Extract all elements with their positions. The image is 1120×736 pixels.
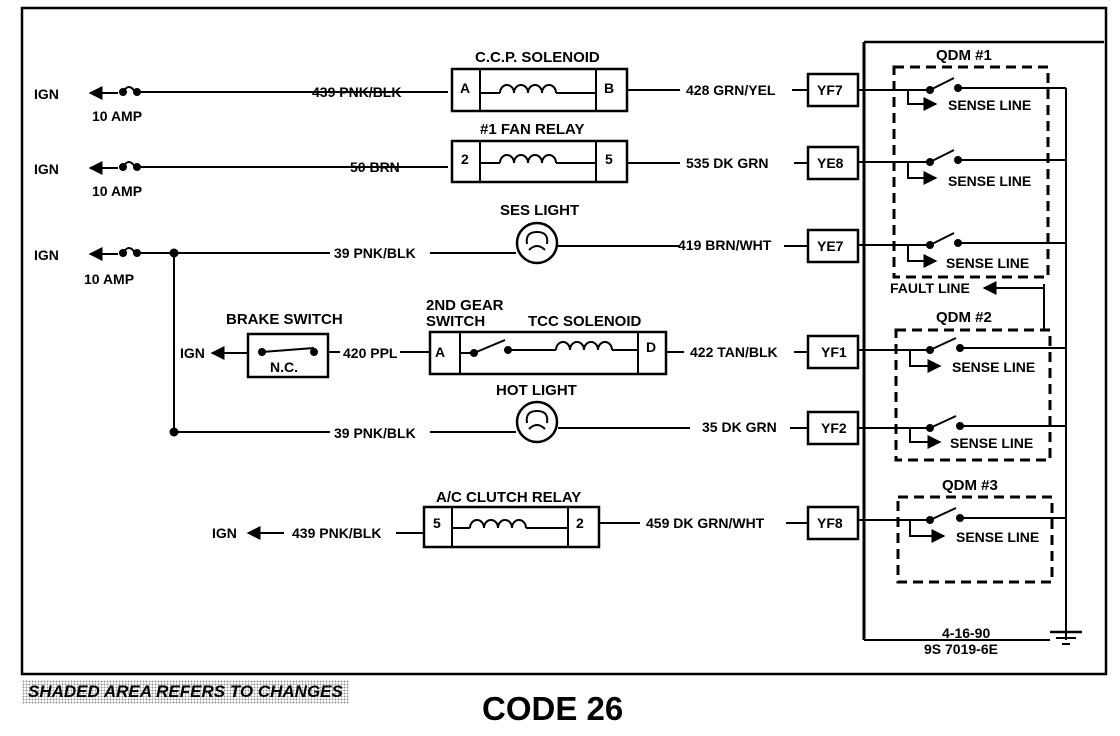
fuse-label-1: 10 AMP bbox=[92, 108, 142, 124]
ses-light-label: SES LIGHT bbox=[500, 202, 579, 219]
tcc-pin-a: A bbox=[435, 344, 445, 360]
wire-label-535: 535 DK GRN bbox=[686, 155, 768, 171]
terminal-yf1: YF1 bbox=[821, 344, 847, 360]
ign-label-2: IGN bbox=[34, 161, 59, 177]
wire-label-419: 419 BRN/WHT bbox=[678, 237, 772, 253]
fault-line-label: FAULT LINE bbox=[890, 280, 970, 296]
diagram-border bbox=[20, 6, 1108, 676]
page-title: CODE 26 bbox=[482, 690, 624, 727]
ac-pin-5: 5 bbox=[433, 515, 441, 531]
ac-pin-2: 2 bbox=[576, 515, 584, 531]
fuse-label-2: 10 AMP bbox=[92, 183, 142, 199]
fan-relay-box bbox=[450, 139, 629, 184]
hot-light-label: HOT LIGHT bbox=[496, 382, 577, 399]
ac-clutch-relay-box bbox=[422, 505, 601, 549]
fan-relay-label: #1 FAN RELAY bbox=[480, 121, 584, 138]
ign-label-3: IGN bbox=[34, 247, 59, 263]
hot-light-icon bbox=[515, 400, 559, 444]
terminal-yf7: YF7 bbox=[817, 82, 843, 98]
fan-relay-pin-5: 5 bbox=[605, 151, 613, 167]
tcc-solenoid-label: TCC SOLENOID bbox=[528, 313, 642, 330]
wire-label-39-b: 39 PNK/BLK bbox=[334, 425, 416, 441]
ac-clutch-relay-label: A/C CLUTCH RELAY bbox=[436, 489, 581, 506]
wire-label-422: 422 TAN/BLK bbox=[690, 344, 778, 360]
qdm-switch bbox=[907, 77, 1066, 111]
fan-relay-coil-icon bbox=[499, 154, 557, 164]
qdm1-label: QDM #1 bbox=[936, 47, 992, 64]
wire-label-439-b: 439 PNK/BLK bbox=[292, 525, 381, 541]
wire-label-35: 35 DK GRN bbox=[702, 419, 777, 435]
terminal-yf8: YF8 bbox=[817, 515, 843, 531]
qdm-switch bbox=[907, 149, 1066, 185]
ccp-pin-b: B bbox=[604, 80, 614, 96]
terminal-yf2: YF2 bbox=[821, 420, 847, 436]
brake-switch-state: N.C. bbox=[270, 359, 298, 375]
wire-label-50: 50 BRN bbox=[350, 159, 400, 175]
qdm-switch bbox=[909, 415, 1066, 449]
ccp-solenoid-box bbox=[450, 67, 629, 113]
ccp-coil-icon bbox=[499, 84, 557, 94]
ign-label-1: IGN bbox=[34, 86, 59, 102]
tcc-pin-d: D bbox=[646, 339, 656, 355]
second-gear-switch-label: SWITCH bbox=[426, 313, 485, 330]
qdm3-sense-1: SENSE LINE bbox=[956, 529, 1039, 545]
qdm1-sense-3: SENSE LINE bbox=[946, 255, 1029, 271]
terminal-ye7: YE7 bbox=[817, 238, 844, 254]
wire-label-39-a: 39 PNK/BLK bbox=[334, 245, 416, 261]
drawing-code: 9S 7019-6E bbox=[924, 641, 998, 657]
qdm2-label: QDM #2 bbox=[936, 309, 992, 326]
qdm3-label: QDM #3 bbox=[942, 477, 998, 494]
fuse-label-3: 10 AMP bbox=[84, 271, 134, 287]
qdm1-sense-2: SENSE LINE bbox=[948, 173, 1031, 189]
fan-relay-pin-2: 2 bbox=[461, 151, 469, 167]
wire-label-420: 420 PPL bbox=[343, 345, 398, 361]
wire-label-439: 439 PNK/BLK bbox=[312, 84, 401, 100]
ses-light-icon bbox=[515, 221, 559, 265]
ign-label-4: IGN bbox=[180, 345, 205, 361]
qdm2-sense-1: SENSE LINE bbox=[952, 359, 1035, 375]
qdm-switch bbox=[909, 507, 1066, 543]
ccp-pin-a: A bbox=[460, 80, 470, 96]
wire-label-428: 428 GRN/YEL bbox=[686, 82, 776, 98]
qdm-switch bbox=[907, 232, 1066, 268]
changes-note: SHADED AREA REFERS TO CHANGES bbox=[22, 680, 349, 704]
brake-switch-box bbox=[246, 332, 330, 379]
qdm-switch bbox=[909, 337, 1066, 373]
ign-label-6: IGN bbox=[212, 525, 237, 541]
wire-label-459: 459 DK GRN/WHT bbox=[646, 515, 765, 531]
brake-switch-label: BRAKE SWITCH bbox=[226, 311, 343, 328]
ccp-solenoid-label: C.C.P. SOLENOID bbox=[475, 49, 600, 66]
qdm2-box bbox=[894, 328, 1052, 462]
second-gear-label: 2ND GEAR bbox=[426, 297, 504, 314]
qdm3-box bbox=[896, 495, 1054, 584]
qdm1-sense-1: SENSE LINE bbox=[948, 97, 1031, 113]
date-code: 4-16-90 bbox=[942, 625, 990, 641]
tcc-coil-icon bbox=[555, 341, 613, 351]
ac-coil-icon bbox=[469, 519, 527, 529]
qdm2-sense-2: SENSE LINE bbox=[950, 435, 1033, 451]
terminal-ye8: YE8 bbox=[817, 155, 844, 171]
qdm1-box bbox=[892, 65, 1050, 279]
